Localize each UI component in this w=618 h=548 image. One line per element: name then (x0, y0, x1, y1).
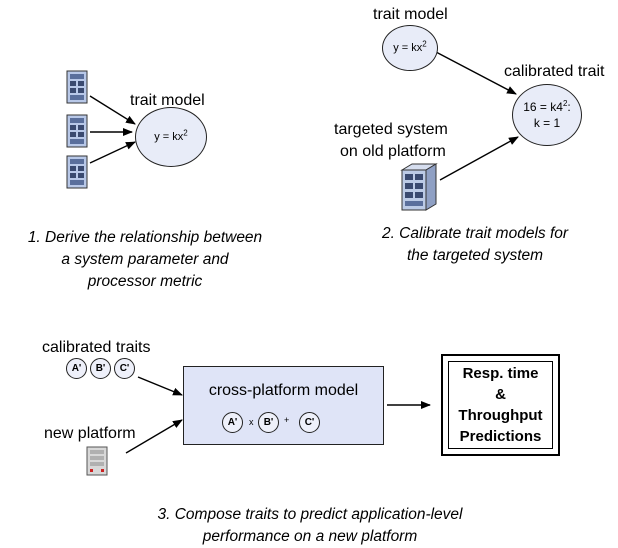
panel1-model-label: trait model (130, 92, 205, 109)
panel2-equation: y = kx2 (393, 38, 427, 54)
panel1-trait-model-node: y = kx2 (135, 107, 207, 167)
prediction-line: & (495, 386, 506, 403)
prediction-line: Resp. time (462, 365, 539, 382)
caption-line: 1. Derive the relationship between (27, 229, 263, 246)
caption-line: 3. Compose traits to predict application… (157, 506, 463, 523)
server-icon (66, 114, 88, 148)
panel1-equation: y = kx2 (154, 127, 188, 143)
prediction-line: Predictions (459, 428, 542, 445)
arrow-traits-to-model (137, 376, 183, 396)
caption-line: performance on a new platform (202, 528, 418, 545)
caption-line: a system parameter and (61, 251, 229, 268)
predictions-box: Resp. time & Throughput Predictions (441, 354, 560, 456)
caption-line: 2. Calibrate trait models for (381, 225, 569, 242)
panel2-system-label-line2: on old platform (340, 143, 446, 160)
panel2-caption: 2. Calibrate trait models for the target… (340, 223, 610, 267)
panel3-traits-label: calibrated traits (42, 339, 151, 356)
cross-platform-model-title: cross-platform model (208, 382, 359, 399)
panel2-trait-model-node: y = kx2 (382, 25, 438, 71)
cross-platform-model-box: cross-platform model A' x B' + C' (183, 366, 384, 445)
panel3-caption: 3. Compose traits to predict application… (110, 504, 510, 548)
arrow-server1-to-model (89, 95, 136, 125)
formula-term-a: A' (222, 412, 243, 433)
server-icon (66, 70, 88, 104)
arrow-platform-to-model (125, 419, 183, 454)
panel2-system-label-line1: targeted system (334, 121, 448, 138)
panel2-calibrated-label: calibrated trait (504, 63, 605, 80)
formula-term-b: B' (258, 412, 279, 433)
server-icon (66, 155, 88, 189)
predictions-inner: Resp. time & Throughput Predictions (448, 361, 553, 449)
calibrated-trait-node: 16 = k42: k = 1 (512, 84, 582, 146)
trait-node-a: A' (66, 358, 87, 379)
trait-node-c: C' (114, 358, 135, 379)
formula-term-c: C' (299, 412, 320, 433)
prediction-line: Throughput (458, 407, 543, 424)
trait-node-b: B' (90, 358, 111, 379)
panel3-platform-label: new platform (44, 425, 136, 442)
arrow-model-to-calibrated (435, 51, 517, 95)
server-icon (86, 446, 108, 476)
caption-line: processor metric (87, 273, 203, 290)
arrow-server3-to-model (89, 141, 136, 164)
server-rack-icon (400, 163, 438, 211)
panel2-model-label: trait model (373, 6, 448, 23)
calibrated-equation: 16 = k42: k = 1 (523, 99, 571, 131)
panel1-caption: 1. Derive the relationship between a sys… (0, 227, 290, 293)
formula-plus: + (284, 415, 290, 425)
arrow-system-to-calibrated (439, 136, 519, 181)
formula-times: x (249, 417, 254, 427)
caption-line: the targeted system (406, 247, 544, 264)
